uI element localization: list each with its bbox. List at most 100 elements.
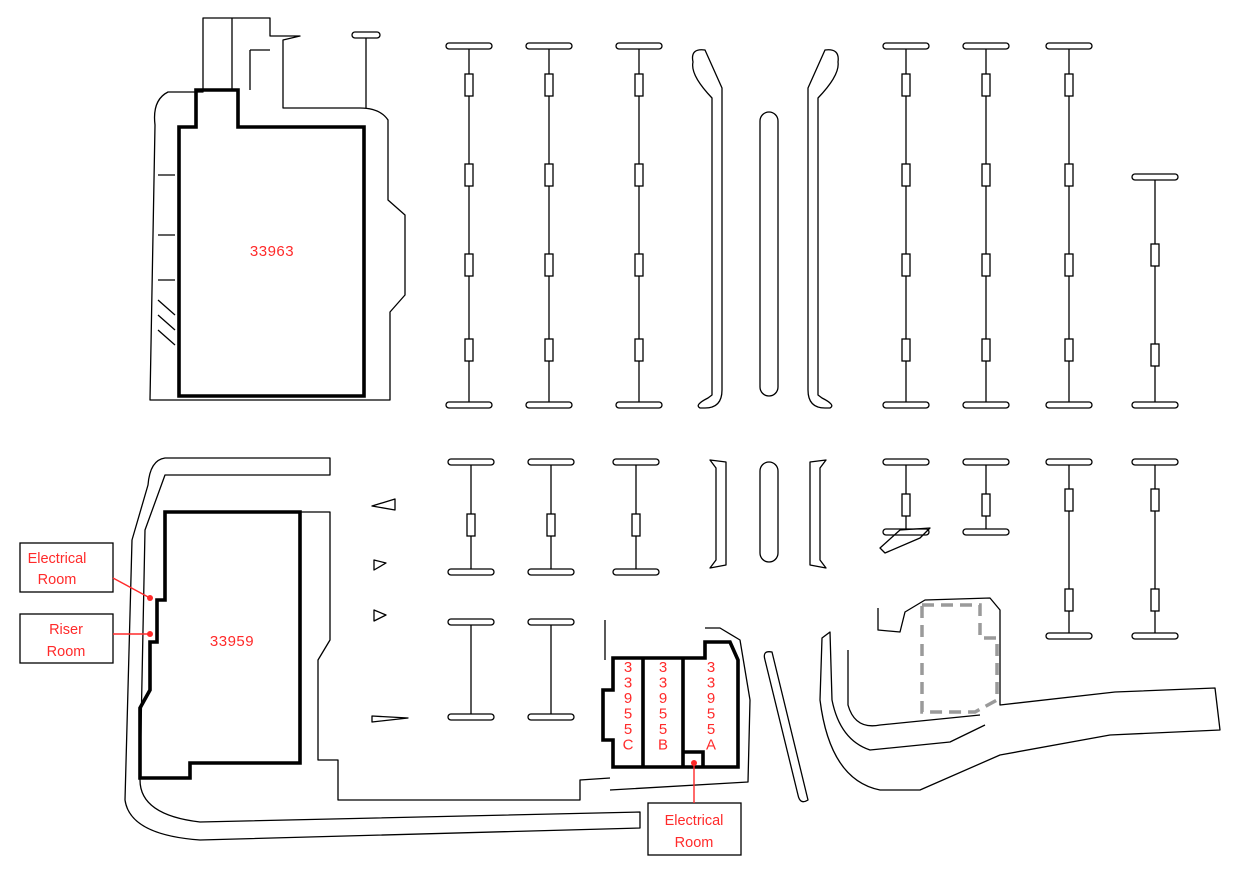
upper-parking-row-3-island-3 — [901, 338, 911, 362]
upper-parking-row-east-cap-top — [1131, 173, 1179, 181]
site-linework — [351, 31, 1179, 803]
lower-parking-row-2-cap-bottom — [612, 568, 660, 576]
upper-parking-row-4-island-0 — [981, 73, 991, 97]
upper-parking-row-5-island-0 — [1064, 73, 1074, 97]
upper-parking-row-east-island-1 — [1150, 343, 1160, 367]
lower-parking-row-2-island-0 — [631, 513, 641, 537]
upper-parking-row-5-island-3 — [1064, 338, 1074, 362]
upper-parking-row-east-island-0 — [1150, 243, 1160, 267]
upper-parking-row-2-island-2 — [634, 253, 644, 277]
upper-parking-row-0-island-3 — [464, 338, 474, 362]
upper-parking-row-1-island-0 — [544, 73, 554, 97]
upper-parking-row-0-island-2 — [464, 253, 474, 277]
upper-parking-row-4-island-2 — [981, 253, 991, 277]
upper-parking-row-2-island-1 — [634, 163, 644, 187]
upper-center-island — [759, 111, 779, 397]
unit-label-33963: 33963 — [250, 243, 294, 260]
lower-parking-row-short-2-island-0 — [981, 493, 991, 517]
wedge-island-3 — [373, 609, 387, 622]
top-post-cap — [351, 31, 381, 39]
lower-parking-row-east-2-island-1 — [1150, 588, 1160, 612]
upper-parking-row-2-cap-top — [615, 42, 663, 50]
callout-text-line2: Room — [47, 644, 86, 660]
lower-parking-row-east-1-cap-bottom — [1045, 632, 1093, 640]
lower-parking-row-short-2-cap-bottom — [962, 528, 1010, 536]
callout-text-line2: Room — [38, 572, 77, 588]
south-row-0-cap-top — [447, 618, 495, 626]
upper-parking-row-5-cap-bottom — [1045, 401, 1093, 409]
wedge-island-4 — [371, 715, 409, 723]
lower-parking-row-east-2-island-0 — [1150, 488, 1160, 512]
upper-parking-row-4-cap-bottom — [962, 401, 1010, 409]
upper-parking-row-4-island-3 — [981, 338, 991, 362]
callout-text-line2: Room — [675, 835, 714, 851]
lower-parking-row-0-cap-top — [447, 458, 495, 466]
lower-parking-row-short-1-cap-top — [882, 458, 930, 466]
lower-parking-row-east-2-cap-bottom — [1131, 632, 1179, 640]
upper-parking-row-2-island-3 — [634, 338, 644, 362]
wedge-island-1 — [371, 498, 396, 511]
upper-parking-row-3-cap-bottom — [882, 401, 930, 409]
future-pad — [819, 597, 1221, 791]
upper-curb-west — [691, 49, 723, 409]
upper-parking-row-0-cap-top — [445, 42, 493, 50]
callout-text-line1: Electrical — [28, 551, 87, 567]
upper-parking-row-5-island-2 — [1064, 253, 1074, 277]
callout-electrical-room-west: Electrical Room — [19, 542, 153, 601]
south-row-0-cap-bottom — [447, 713, 495, 721]
lower-parking-row-1-island-0 — [546, 513, 556, 537]
upper-parking-row-1-cap-bottom — [525, 401, 573, 409]
lower-parking-row-short-1-island-0 — [901, 493, 911, 517]
lower-parking-row-0-island-0 — [466, 513, 476, 537]
lower-parking-row-east-1-cap-top — [1045, 458, 1093, 466]
upper-parking-row-1-island-2 — [544, 253, 554, 277]
upper-parking-row-5-cap-top — [1045, 42, 1093, 50]
lower-parking-row-short-2-cap-top — [962, 458, 1010, 466]
upper-parking-row-0-cap-bottom — [445, 401, 493, 409]
upper-parking-row-3-island-2 — [901, 253, 911, 277]
lower-parking-row-east-2-cap-top — [1131, 458, 1179, 466]
upper-parking-row-1-cap-top — [525, 42, 573, 50]
upper-parking-row-3-island-0 — [901, 73, 911, 97]
lower-parking-row-east-1-island-1 — [1064, 588, 1074, 612]
upper-parking-row-1-island-3 — [544, 338, 554, 362]
south-row-1-cap-top — [527, 618, 575, 626]
upper-parking-row-3-island-1 — [901, 163, 911, 187]
lower-parking-row-east-1-island-0 — [1064, 488, 1074, 512]
lower-parking-row-1-cap-bottom — [527, 568, 575, 576]
upper-parking-row-0-island-0 — [464, 73, 474, 97]
angled-curb-strip — [763, 651, 809, 803]
building-33963[interactable]: 33963 — [149, 17, 406, 401]
upper-parking-row-3-cap-top — [882, 42, 930, 50]
lower-parking-row-1-cap-top — [527, 458, 575, 466]
callout-riser-room: Riser Room — [19, 613, 153, 664]
lower-curb-west — [709, 459, 727, 569]
upper-parking-row-2-cap-bottom — [615, 401, 663, 409]
upper-parking-row-east-cap-bottom — [1131, 401, 1179, 409]
callout-electrical-room-south: Electrical Room — [647, 760, 742, 856]
callout-text-line1: Riser — [49, 622, 83, 638]
lower-center-island — [759, 461, 779, 563]
upper-parking-row-0-island-1 — [464, 163, 474, 187]
upper-parking-row-4-island-1 — [981, 163, 991, 187]
angled-island — [879, 527, 931, 554]
unit-label-33959: 33959 — [210, 633, 254, 650]
lower-curb-east — [809, 459, 827, 569]
lower-parking-row-0-cap-bottom — [447, 568, 495, 576]
upper-parking-row-2-island-0 — [634, 73, 644, 97]
south-row-1-cap-bottom — [527, 713, 575, 721]
building-33959[interactable]: 33959 — [124, 457, 641, 841]
wedge-island-2 — [373, 559, 387, 571]
callout-text-line1: Electrical — [665, 813, 724, 829]
upper-parking-row-1-island-1 — [544, 163, 554, 187]
upper-curb-east — [807, 49, 839, 409]
upper-parking-row-4-cap-top — [962, 42, 1010, 50]
